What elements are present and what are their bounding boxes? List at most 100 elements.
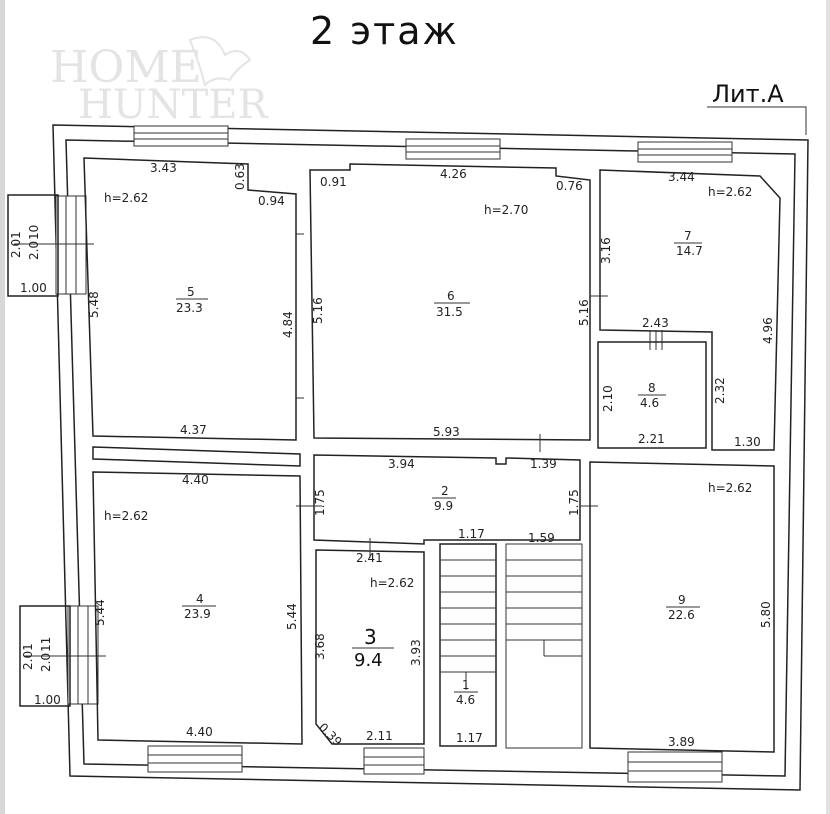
svg-text:h=2.62: h=2.62 [708,185,752,199]
svg-text:2.01: 2.01 [21,643,35,670]
svg-text:0.91: 0.91 [320,175,347,189]
svg-text:1.39: 1.39 [530,457,557,471]
svg-text:4.6: 4.6 [640,396,659,410]
stair-steps-right [506,559,582,657]
outer-wall-outline [52,124,809,791]
room-7: 3.44 h=2.62 3.16 7 14.7 4.96 2.43 2.32 1… [599,169,781,451]
stair-steps-left [440,559,496,673]
wall-strip-between-5-and-4 [92,446,301,467]
svg-text:2.0: 2.0 [27,241,41,260]
svg-text:5.16: 5.16 [577,299,591,326]
svg-text:3.44: 3.44 [668,170,695,184]
room-3: 2.41 h=2.62 3.68 3 9.4 3.93 0.39 2.11 [313,538,425,749]
room-4: 4.40 h=2.62 5.44 4 23.9 5.44 4.40 [92,471,303,745]
svg-text:14.7: 14.7 [676,244,703,258]
window-bottom-3 [627,751,723,783]
svg-text:4: 4 [196,592,204,606]
svg-text:2.11: 2.11 [366,729,393,743]
svg-text:2.01: 2.01 [9,231,23,258]
room-1-stairs: 1 4.6 1.17 [439,543,583,749]
svg-text:9.9: 9.9 [434,499,453,513]
window-bottom-1 [147,745,243,773]
window-top-3 [637,141,733,163]
svg-text:h=2.62: h=2.62 [104,509,148,523]
svg-text:3.16: 3.16 [599,237,613,264]
svg-text:5.80: 5.80 [759,601,773,628]
svg-text:2.10: 2.10 [601,385,615,412]
svg-text:4.26: 4.26 [440,167,467,181]
svg-text:1.17: 1.17 [456,731,483,745]
svg-text:4.40: 4.40 [182,473,209,487]
svg-text:3.68: 3.68 [313,633,327,660]
window-left-1 [55,195,87,295]
svg-text:6: 6 [447,289,455,303]
svg-text:9.4: 9.4 [354,650,383,671]
svg-text:h=2.70: h=2.70 [484,203,528,217]
room-2-hall: 3.94 1.39 1.75 2 9.9 1.75 1.17 1.59 [296,454,598,545]
svg-text:5: 5 [187,285,195,299]
window-bottom-2 [363,747,425,775]
svg-text:5.44: 5.44 [285,603,299,630]
room-9: h=2.62 9 22.6 5.80 3.89 [589,461,775,753]
svg-text:23.3: 23.3 [176,301,203,315]
floor-title: 2 этаж [310,9,459,53]
svg-text:1.59: 1.59 [528,531,555,545]
svg-text:3.43: 3.43 [150,161,177,175]
room-8: 2.10 8 4.6 2.21 [597,341,707,449]
bird-logo-icon [188,36,252,87]
svg-text:2.32: 2.32 [713,377,727,404]
svg-text:HOME: HOME [50,42,202,93]
svg-text:2.0: 2.0 [39,653,53,672]
room-6: 0.91 4.26 0.76 h=2.70 5.16 6 31.5 5.16 5… [309,163,608,452]
svg-text:2.21: 2.21 [638,432,665,446]
svg-text:5.44: 5.44 [93,599,107,626]
svg-text:9: 9 [678,593,686,607]
svg-text:1: 1 [462,678,470,692]
room-10-balcony: 2.01 10 2.0 1.00 [7,194,94,297]
svg-text:h=2.62: h=2.62 [370,576,414,590]
svg-text:1.75: 1.75 [567,489,581,516]
watermark-logo: HOME HUNTER [50,36,269,128]
svg-text:5.48: 5.48 [87,291,101,318]
svg-text:3.94: 3.94 [388,457,415,471]
svg-text:HUNTER: HUNTER [78,82,269,128]
building-label-leader [707,106,807,135]
svg-text:5.16: 5.16 [311,297,325,324]
svg-text:22.6: 22.6 [668,608,695,622]
svg-text:h=2.62: h=2.62 [708,481,752,495]
svg-text:2.43: 2.43 [642,316,669,330]
window-left-2 [67,605,99,705]
svg-text:1.75: 1.75 [313,489,327,516]
outer-wall-inner [65,139,796,777]
svg-text:5.93: 5.93 [433,425,460,439]
window-top-2 [405,138,501,160]
svg-text:1.00: 1.00 [20,281,47,295]
svg-text:2.41: 2.41 [356,551,383,565]
svg-text:0.76: 0.76 [556,179,583,193]
svg-text:4.6: 4.6 [456,693,475,707]
svg-text:4.84: 4.84 [281,311,295,338]
svg-text:11: 11 [39,637,53,652]
svg-text:0.94: 0.94 [258,194,285,208]
room-5: 3.43 0.63 0.94 h=2.62 5.48 5 23.3 4.84 4… [83,157,304,441]
svg-text:23.9: 23.9 [184,607,211,621]
building-label: Лит.А [712,80,784,108]
svg-text:0.63: 0.63 [233,163,247,190]
svg-text:4.96: 4.96 [761,317,775,344]
window-top-1 [133,125,229,147]
svg-text:1.17: 1.17 [458,527,485,541]
svg-text:7: 7 [684,229,692,243]
room-11-balcony: 2.01 11 2.0 1.00 [19,605,106,707]
scan-edge-left [0,0,5,814]
svg-text:10: 10 [27,225,41,240]
svg-text:4.37: 4.37 [180,423,207,437]
svg-text:3.89: 3.89 [668,735,695,749]
svg-text:2: 2 [441,484,449,498]
svg-text:h=2.62: h=2.62 [104,191,148,205]
svg-text:8: 8 [648,381,656,395]
svg-text:4.40: 4.40 [186,725,213,739]
svg-text:31.5: 31.5 [436,305,463,319]
svg-text:3.93: 3.93 [409,639,423,666]
scan-edge-right [826,0,830,814]
